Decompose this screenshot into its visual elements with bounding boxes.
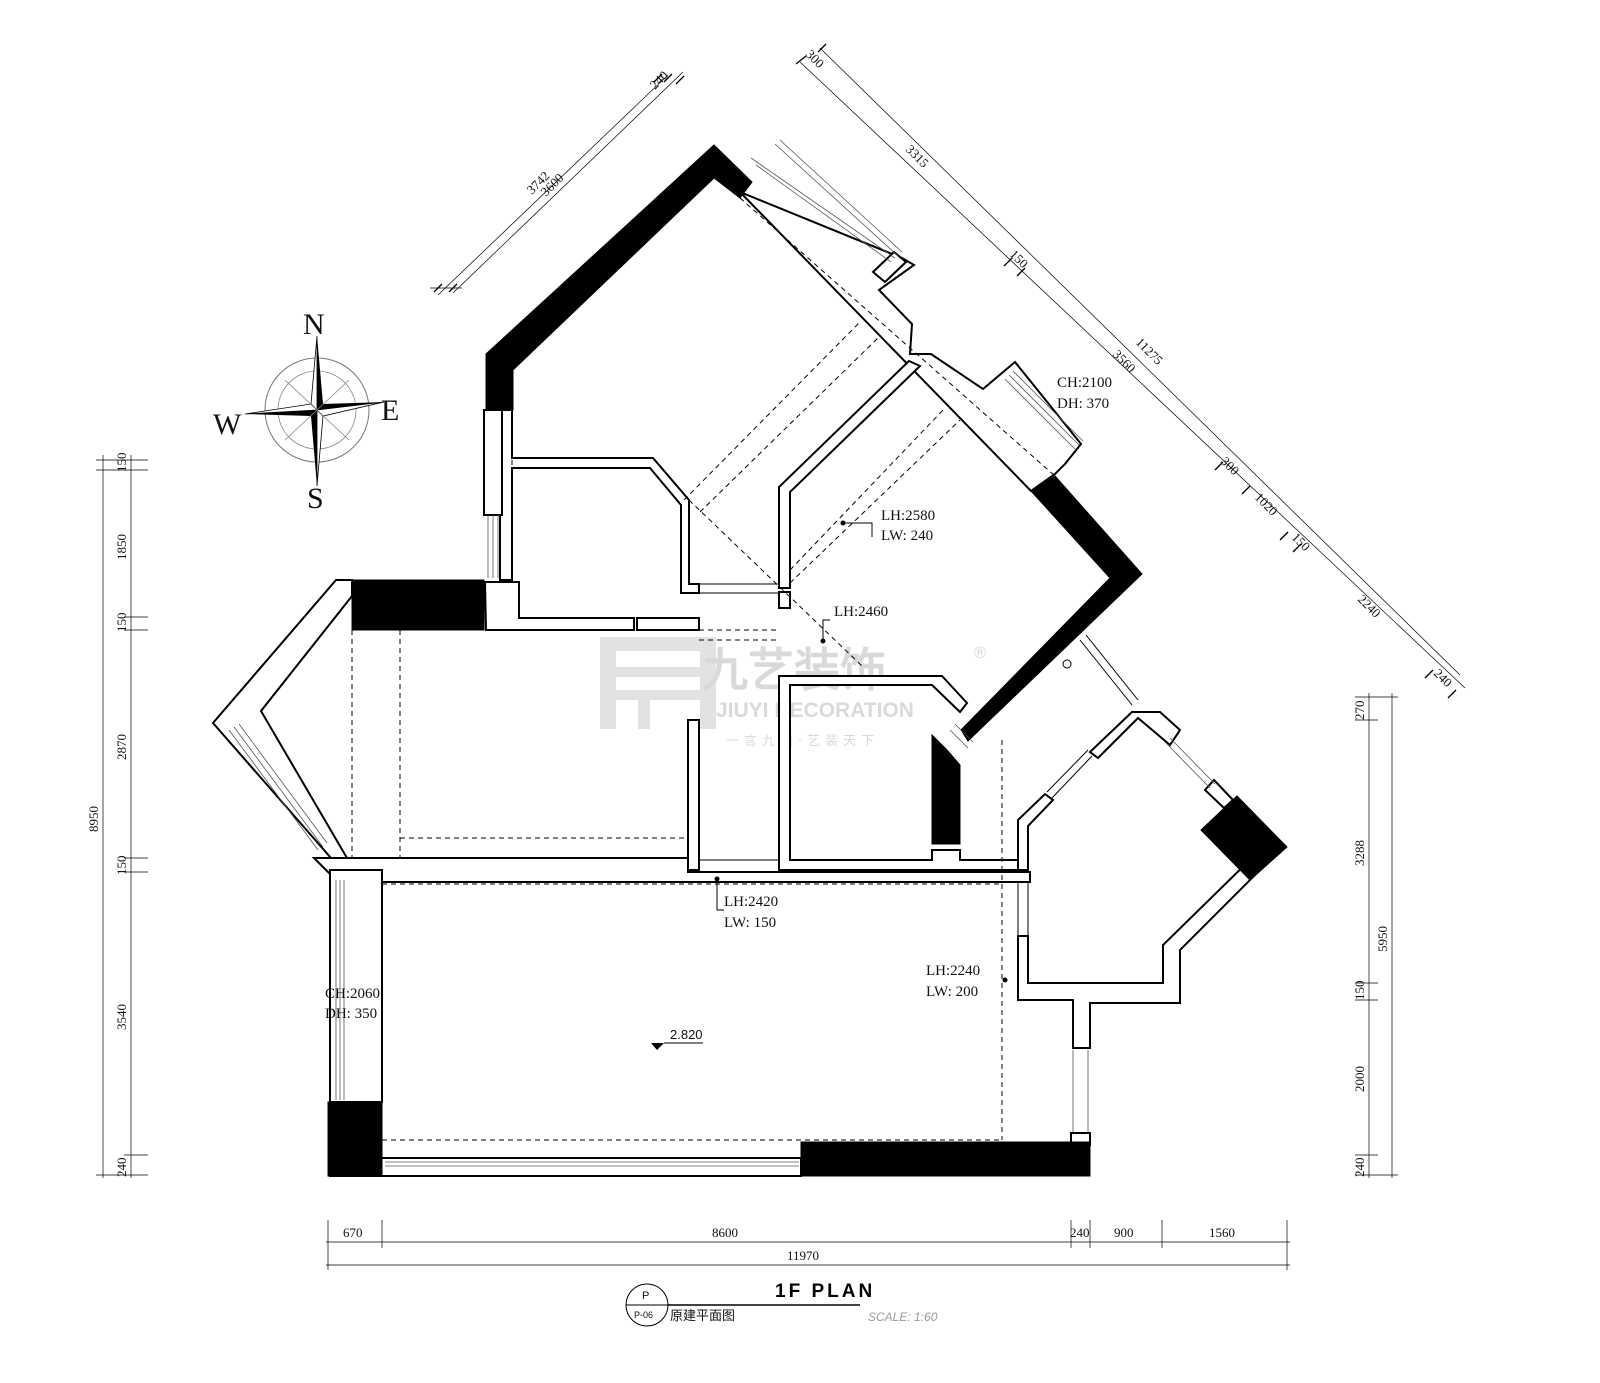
note-lh-2420: LH:2420 <box>724 894 778 910</box>
solid-column-sw <box>327 1101 383 1177</box>
watermark-brand-en: JIUYI DECORATION <box>716 699 914 722</box>
note-lw-240: LW: 240 <box>881 528 933 544</box>
dim-left-8950: 8950 <box>86 806 101 832</box>
note-lh-2460: LH:2460 <box>834 604 888 620</box>
dim-left-1850: 1850 <box>114 534 129 560</box>
dim-left-240: 240 <box>114 1158 129 1178</box>
title-circle-letter: P <box>642 1290 649 1302</box>
watermark-brand-cn: 九艺装饰 <box>702 643 886 697</box>
dim-left-2870: 2870 <box>114 734 129 760</box>
dim-left-150a: 150 <box>114 453 129 473</box>
solid-wall-north-west <box>485 144 753 411</box>
dim-tr-150a: 150 <box>1007 247 1031 271</box>
wall-kitchen-south <box>1017 851 1272 1049</box>
dim-right-270: 270 <box>1352 701 1367 721</box>
dimension-lines <box>96 43 1466 1270</box>
windows <box>228 139 1216 1167</box>
title-block: P P-06 1F PLAN 原建平面图 SCALE: 1:60 <box>625 1281 938 1327</box>
wall-notch <box>871 250 908 284</box>
wall-bedroom1-west <box>483 409 503 516</box>
dim-bottom-240: 240 <box>1070 1225 1090 1240</box>
solid-wall-bathroom <box>931 733 961 845</box>
solid-wall-south-east <box>800 1141 1091 1177</box>
dim-left-150c: 150 <box>114 856 129 876</box>
wall-bedroom2-stub <box>778 591 791 609</box>
dim-tr-150b: 150 <box>1289 530 1313 554</box>
leaders <box>651 520 1008 1050</box>
compass-north-arrow-icon <box>317 336 323 410</box>
level-marker-icon <box>651 1043 664 1050</box>
title-main: 1F PLAN <box>775 1281 875 1302</box>
wall-corridor-left <box>687 719 700 871</box>
watermark: 九艺装饰 ® JIUYI DECORATION 一言九鼎·艺装天下 <box>600 637 988 749</box>
watermark-registered: ® <box>972 643 988 662</box>
dim-right-5950: 5950 <box>1375 926 1390 952</box>
dim-left-3540: 3540 <box>114 1004 129 1030</box>
wall-partition-short <box>636 617 700 631</box>
dim-top-left-240: 240 <box>647 68 671 92</box>
title-subtitle: 原建平面图 <box>670 1309 735 1324</box>
wall-kitchen-west <box>1017 792 1055 871</box>
dim-right-3288: 3288 <box>1352 840 1367 866</box>
note-lw-150: LW: 150 <box>724 915 776 931</box>
dim-bottom-8600: 8600 <box>712 1225 738 1240</box>
wall-bay-west <box>211 579 353 859</box>
solid-wall-balcony <box>1200 795 1288 881</box>
dim-bottom-900: 900 <box>1114 1225 1134 1240</box>
wall-balcony-north <box>1088 711 1182 760</box>
dim-tr-300: 300 <box>803 47 827 71</box>
openings <box>699 583 1139 936</box>
dim-bottom-670: 670 <box>343 1225 363 1240</box>
note-ch-2060: CH:2060 <box>325 986 380 1002</box>
title-scale: SCALE: 1:60 <box>868 1310 938 1324</box>
dim-right-150: 150 <box>1352 981 1367 1001</box>
watermark-slogan: 一言九鼎·艺装天下 <box>726 734 879 749</box>
note-lh-2580: LH:2580 <box>881 508 935 524</box>
solid-wall-east <box>960 475 1143 742</box>
compass-east-label: E <box>381 394 399 427</box>
dim-tr-3315: 3315 <box>903 142 932 171</box>
wall-south <box>329 1157 802 1177</box>
dim-right-2000: 2000 <box>1352 1066 1367 1092</box>
title-sheet-number: P-06 <box>634 1310 653 1320</box>
dim-tr-3560: 3560 <box>1110 347 1139 376</box>
solid-walls <box>327 144 1288 1177</box>
dim-tr-1020: 1020 <box>1252 490 1281 519</box>
compass-west-label: W <box>213 408 242 441</box>
wall-bedroom1 <box>485 409 700 594</box>
solid-wall-bedroom-south <box>351 579 485 631</box>
note-lw-200: LW: 200 <box>926 984 978 1000</box>
note-dh-370: DH: 370 <box>1057 396 1109 412</box>
watermark-logo-icon <box>600 637 716 729</box>
dim-right-240: 240 <box>1352 1158 1367 1178</box>
beam-lines <box>351 197 1056 1141</box>
wall-north-east <box>739 191 1083 493</box>
compass-south-label: S <box>307 482 324 515</box>
dim-left-150b: 150 <box>114 613 129 633</box>
compass-north-label: N <box>303 308 325 341</box>
dim-tr-300b: 300 <box>1218 454 1242 478</box>
dim-bottom-1560: 1560 <box>1209 1225 1235 1240</box>
annotations: CH:2100 DH: 370 LH:2580 LW: 240 LH:2460 … <box>325 375 1112 1042</box>
compass-rose: N S E W <box>213 308 399 515</box>
note-dh-350: DH: 350 <box>325 1006 377 1022</box>
note-floor-level: 2.820 <box>670 1027 703 1042</box>
wall-partition-mid <box>483 581 635 631</box>
note-lh-2240: LH:2240 <box>926 963 980 979</box>
dim-tr-240: 240 <box>1431 666 1455 690</box>
dim-bottom-11970: 11970 <box>787 1248 819 1263</box>
wall-bedroom2-west <box>778 359 922 589</box>
note-ch-2100: CH:2100 <box>1057 375 1112 391</box>
